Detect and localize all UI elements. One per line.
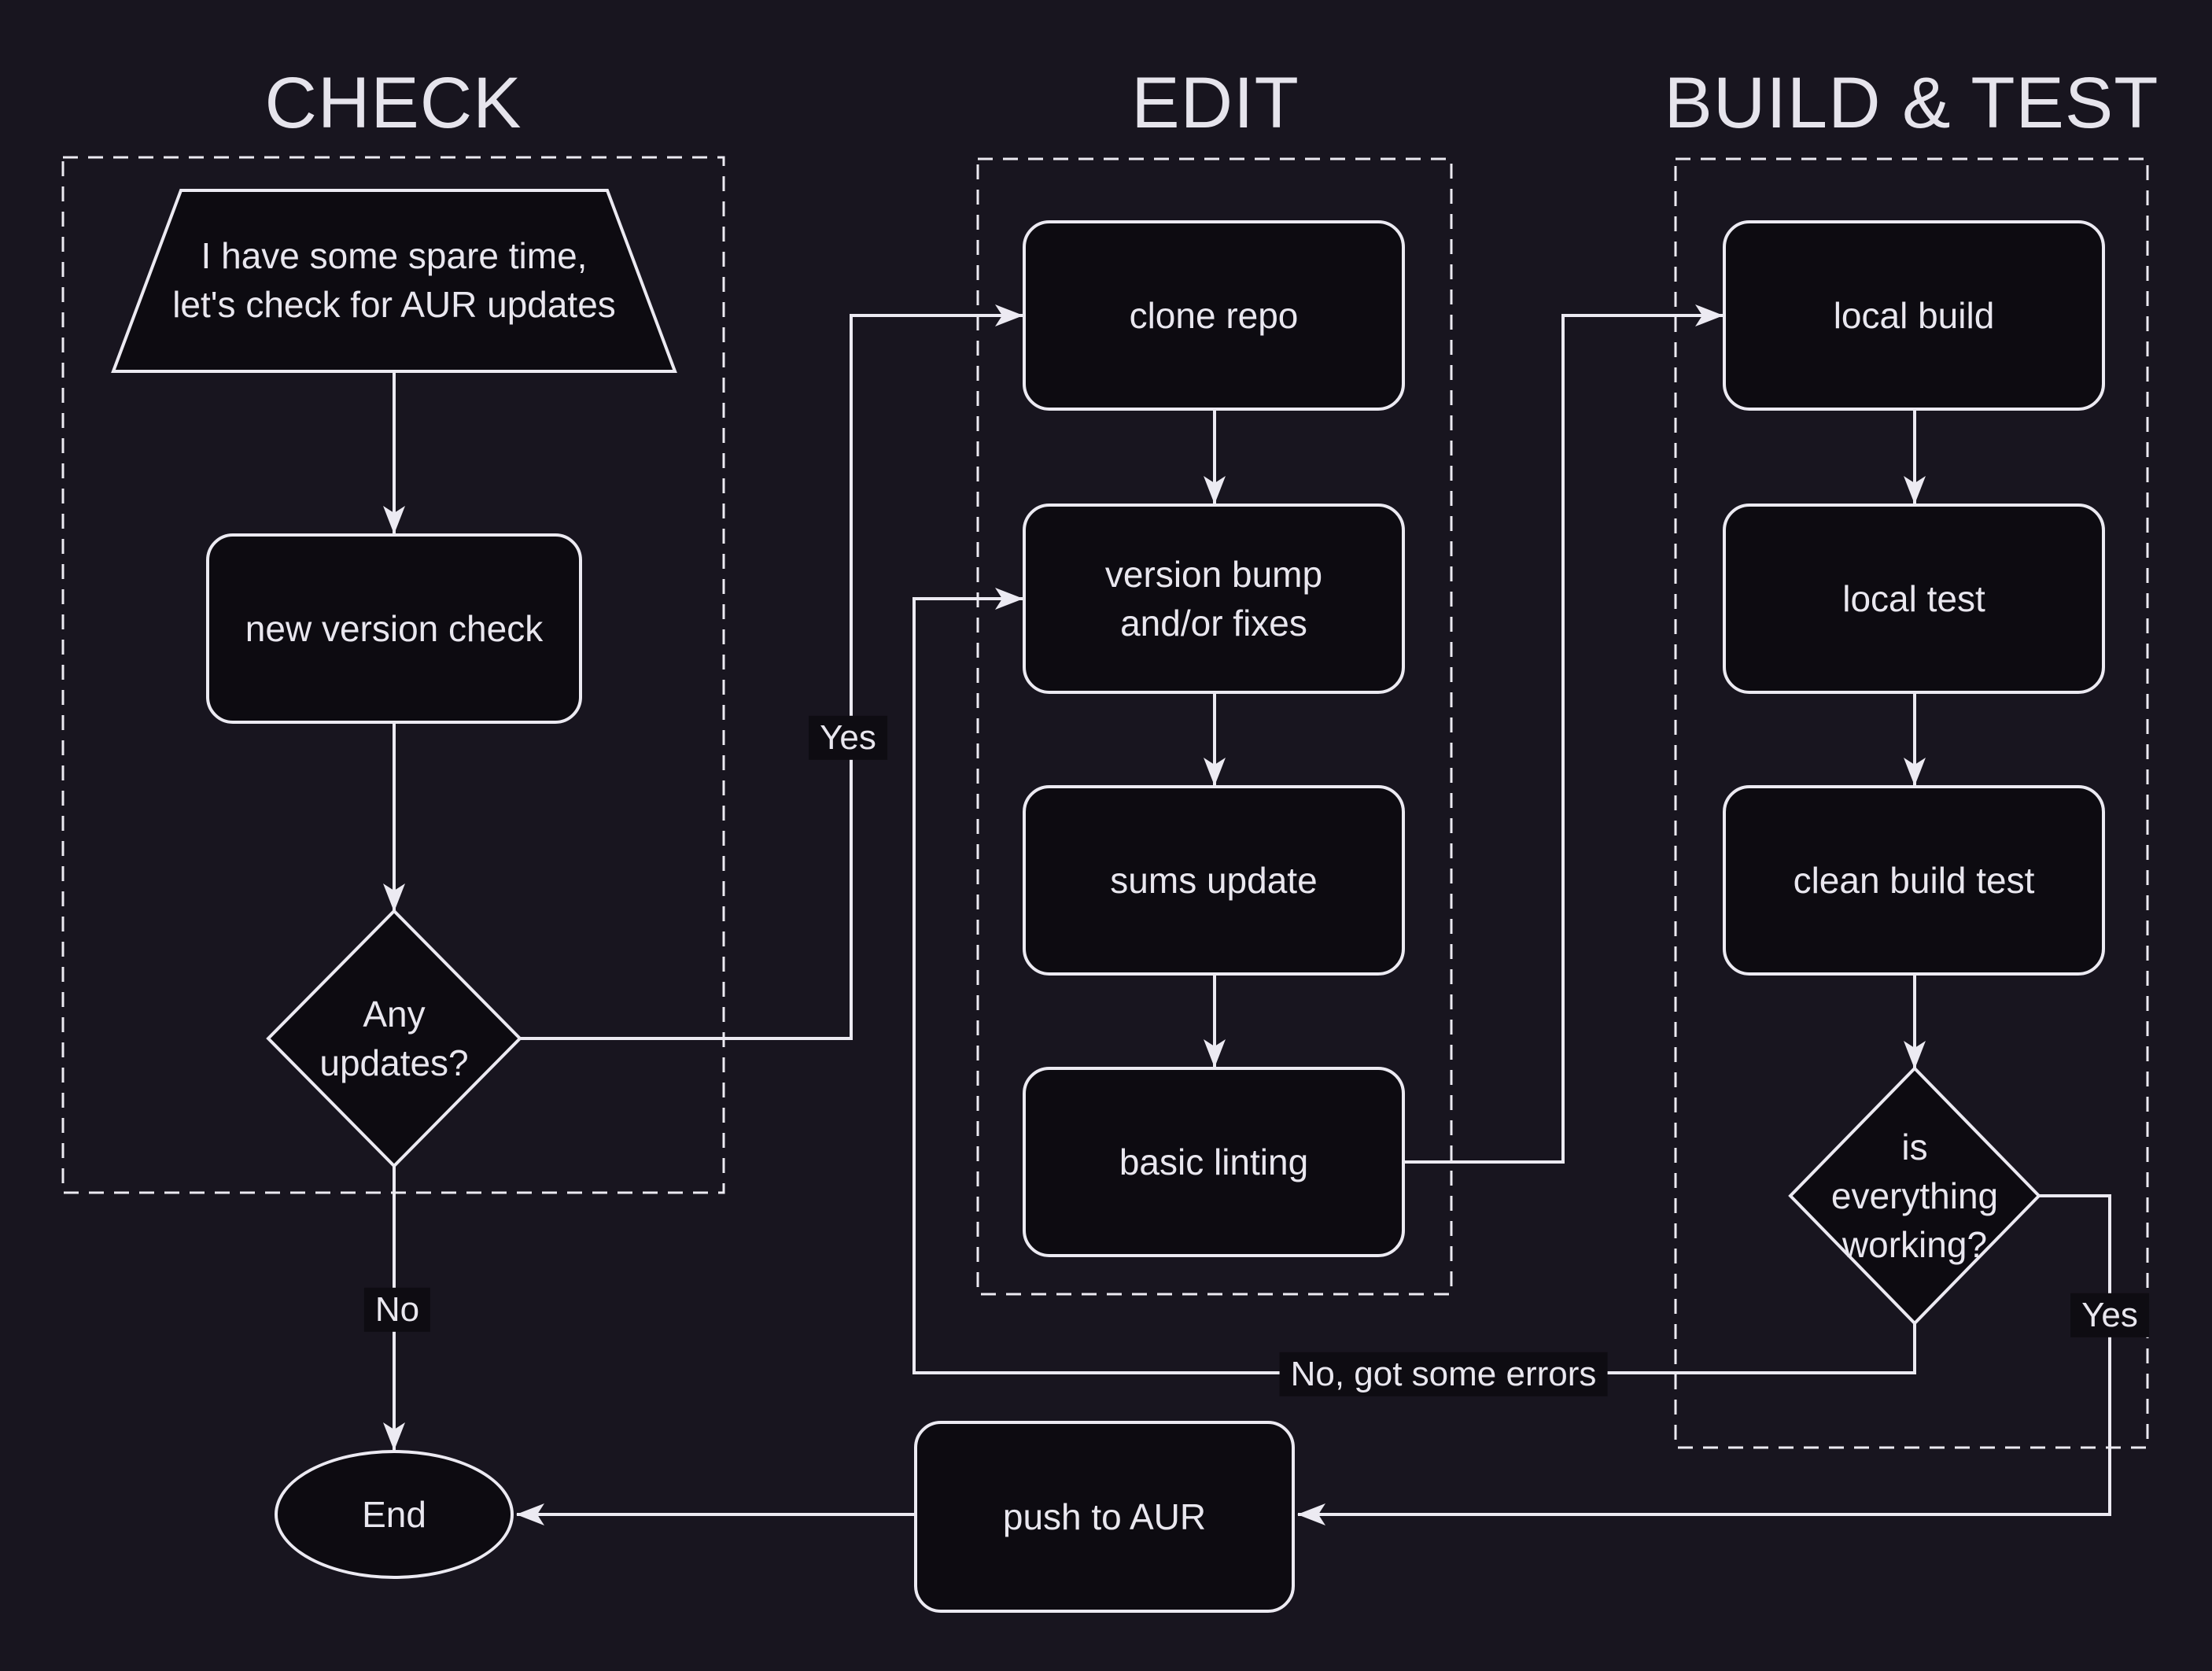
is-working-diamond-shape <box>1788 1066 2041 1326</box>
edge-label-any-updates-yes: Yes <box>809 715 887 761</box>
node-push-to-aur: push to AUR <box>914 1421 1295 1613</box>
node-local-build: local build <box>1723 220 2105 411</box>
start-trapezoid-shape <box>111 189 677 373</box>
any-updates-diamond-shape <box>266 909 522 1168</box>
node-clean-build-test: clean build test <box>1723 785 2105 976</box>
node-basic-linting: basic linting <box>1023 1067 1405 1257</box>
edge-any-updates-yes-to-clone-repo <box>520 304 1023 1040</box>
node-end: End <box>275 1450 514 1579</box>
edge-label-working-yes: Yes <box>2070 1293 2149 1338</box>
edge-label-any-updates-no: No <box>363 1287 431 1333</box>
edge-basic-linting-to-local-build <box>1405 304 1724 1164</box>
node-new-version-check: new version check <box>206 533 582 724</box>
build-test-section-box <box>1674 157 2149 1449</box>
edge-is-working-no-to-version-bump <box>912 588 1916 1374</box>
node-version-bump: version bump and/or fixes <box>1023 504 1405 694</box>
edge-is-working-yes-to-push-to-aur <box>1297 1194 2111 1525</box>
edge-label-working-no: No, got some errors <box>1279 1352 1608 1397</box>
build-test-section-title: BUILD & TEST <box>1664 63 2159 143</box>
node-local-test: local test <box>1723 504 2105 694</box>
edit-section-title: EDIT <box>1131 63 1300 143</box>
edit-section-box <box>976 157 1453 1296</box>
check-section-title: CHECK <box>264 63 522 143</box>
node-clone-repo: clone repo <box>1023 220 1405 411</box>
node-sums-update: sums update <box>1023 785 1405 976</box>
